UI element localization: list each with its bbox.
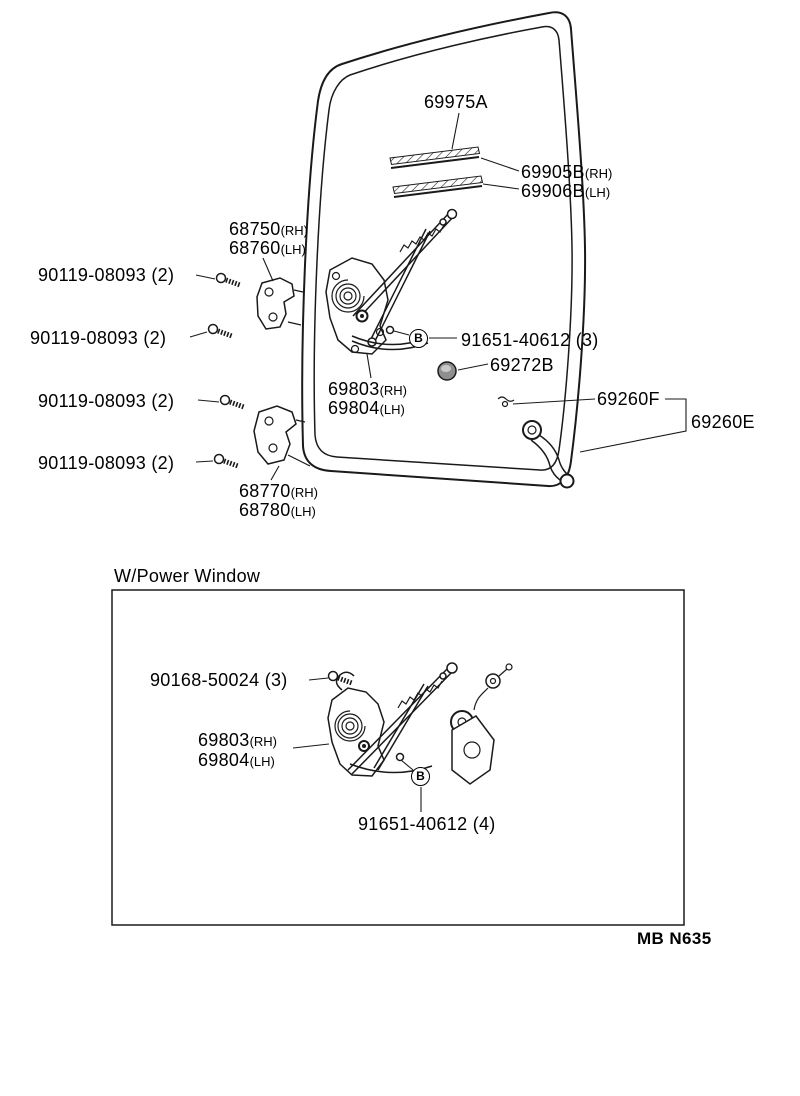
side-suffix: (RH) bbox=[379, 383, 407, 398]
belt-moulding-strips bbox=[389, 146, 484, 198]
callout-pw-regulator-lh: 69804(LH) bbox=[198, 750, 275, 772]
callout-hinge-lower-lh: 68780(LH) bbox=[239, 500, 316, 522]
window-regulator bbox=[325, 208, 458, 355]
part-number: 90119-08093 (2) bbox=[38, 265, 175, 285]
side-suffix: (RH) bbox=[280, 223, 308, 238]
callout-regulator-bolt-main: 91651-40612 (3) bbox=[461, 330, 599, 350]
window-crank-handle bbox=[497, 396, 575, 489]
side-suffix: (RH) bbox=[290, 485, 318, 500]
part-number: 68750 bbox=[229, 219, 281, 239]
callout-hinge-upper-rh: 68750(RH) bbox=[229, 219, 308, 241]
callout-hinge-bolt-1: 90119-08093 (2) bbox=[38, 265, 174, 285]
side-suffix: (RH) bbox=[249, 734, 277, 749]
part-number: 90119-08093 (2) bbox=[38, 453, 175, 473]
grommet-drawing bbox=[437, 361, 457, 381]
callout-hinge-bolt-4: 90119-08093 (2) bbox=[38, 453, 174, 473]
side-suffix: (LH) bbox=[584, 185, 611, 200]
upper-hinge bbox=[256, 277, 304, 330]
part-number: 68770 bbox=[239, 481, 291, 501]
callout-regulator-lh: 69804(LH) bbox=[328, 398, 405, 420]
part-number: 69975A bbox=[424, 92, 488, 112]
figure-code: MB N635 bbox=[637, 929, 712, 948]
callout-handle-pad: 69260F bbox=[597, 389, 660, 409]
side-suffix: (LH) bbox=[379, 402, 405, 417]
power-window-regulator bbox=[327, 662, 458, 777]
side-suffix: (RH) bbox=[584, 166, 613, 181]
callout-handle-assy: 69260E bbox=[691, 412, 755, 432]
callout-moulding-rh: 69905B(RH) bbox=[521, 162, 612, 184]
part-number: 69905B bbox=[521, 162, 585, 182]
power-window-motor bbox=[450, 663, 513, 785]
callout-hinge-bolt-2: 90119-08093 (2) bbox=[30, 328, 166, 348]
part-number: 69803 bbox=[328, 379, 380, 399]
callout-pw-regulator-rh: 69803(RH) bbox=[198, 730, 277, 752]
part-number: 69260F bbox=[597, 389, 660, 409]
part-number: 68760 bbox=[229, 238, 281, 258]
part-number: 91651-40612 (4) bbox=[358, 814, 496, 834]
door-outline bbox=[301, 11, 587, 488]
part-number: 68780 bbox=[239, 500, 291, 520]
part-number: 90119-08093 (2) bbox=[30, 328, 167, 348]
part-number: 69272B bbox=[490, 355, 554, 375]
power-window-section-title: W/Power Window bbox=[114, 566, 261, 586]
side-suffix: (LH) bbox=[290, 504, 316, 519]
part-number: 69906B bbox=[521, 181, 585, 201]
leader-lines-main bbox=[189, 112, 687, 481]
part-number: 90119-08093 (2) bbox=[38, 391, 175, 411]
part-number: 69260E bbox=[691, 412, 755, 432]
hinge-bolt-2-drawing bbox=[207, 323, 233, 339]
lower-hinge bbox=[253, 405, 311, 467]
part-number: 69804 bbox=[198, 750, 250, 770]
power-window-box bbox=[111, 589, 685, 926]
callout-hinge-upper-lh: 68760(LH) bbox=[229, 238, 306, 260]
callout-pw-screw: 90168-50024 (3) bbox=[150, 670, 288, 690]
side-suffix: (LH) bbox=[249, 754, 275, 769]
callout-hinge-bolt-3: 90119-08093 (2) bbox=[38, 391, 174, 411]
part-number: 91651-40612 (3) bbox=[461, 330, 599, 350]
leader-lines-box bbox=[292, 677, 422, 812]
bolt-marker-b-main: B bbox=[409, 329, 428, 348]
part-number: 69803 bbox=[198, 730, 250, 750]
callout-regulator-rh: 69803(RH) bbox=[328, 379, 407, 401]
power-window-screw-drawing bbox=[327, 670, 353, 686]
callout-grommet: 69272B bbox=[490, 355, 554, 375]
hinge-bolt-4-drawing bbox=[213, 453, 239, 469]
callout-pw-regulator-bolt: 91651-40612 (4) bbox=[358, 814, 496, 834]
side-suffix: (LH) bbox=[280, 242, 306, 257]
hinge-bolt-3-drawing bbox=[219, 394, 245, 410]
bolt-marker-b-box: B bbox=[411, 767, 430, 786]
hinge-bolt-1-drawing bbox=[215, 272, 241, 288]
callout-weatherstrip: 69975A bbox=[424, 92, 488, 112]
part-number: 90168-50024 (3) bbox=[150, 670, 288, 690]
callout-moulding-lh: 69906B(LH) bbox=[521, 181, 610, 203]
callout-hinge-lower-rh: 68770(RH) bbox=[239, 481, 318, 503]
part-number: 69804 bbox=[328, 398, 380, 418]
